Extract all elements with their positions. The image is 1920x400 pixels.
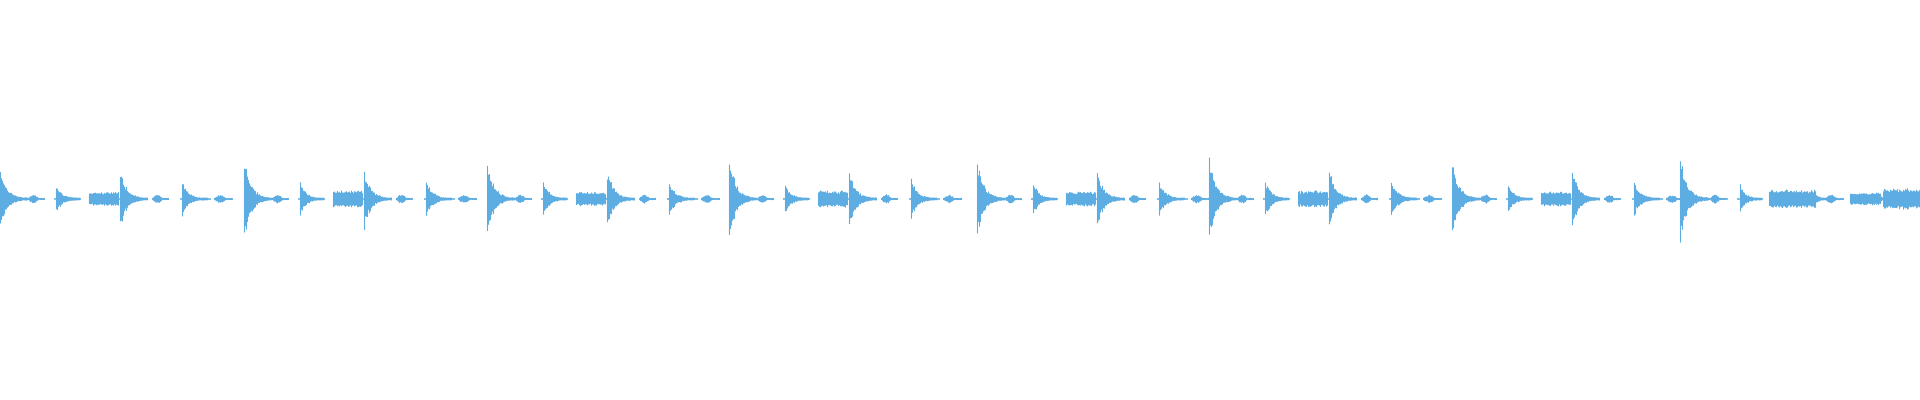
waveform-path (0, 157, 1920, 243)
